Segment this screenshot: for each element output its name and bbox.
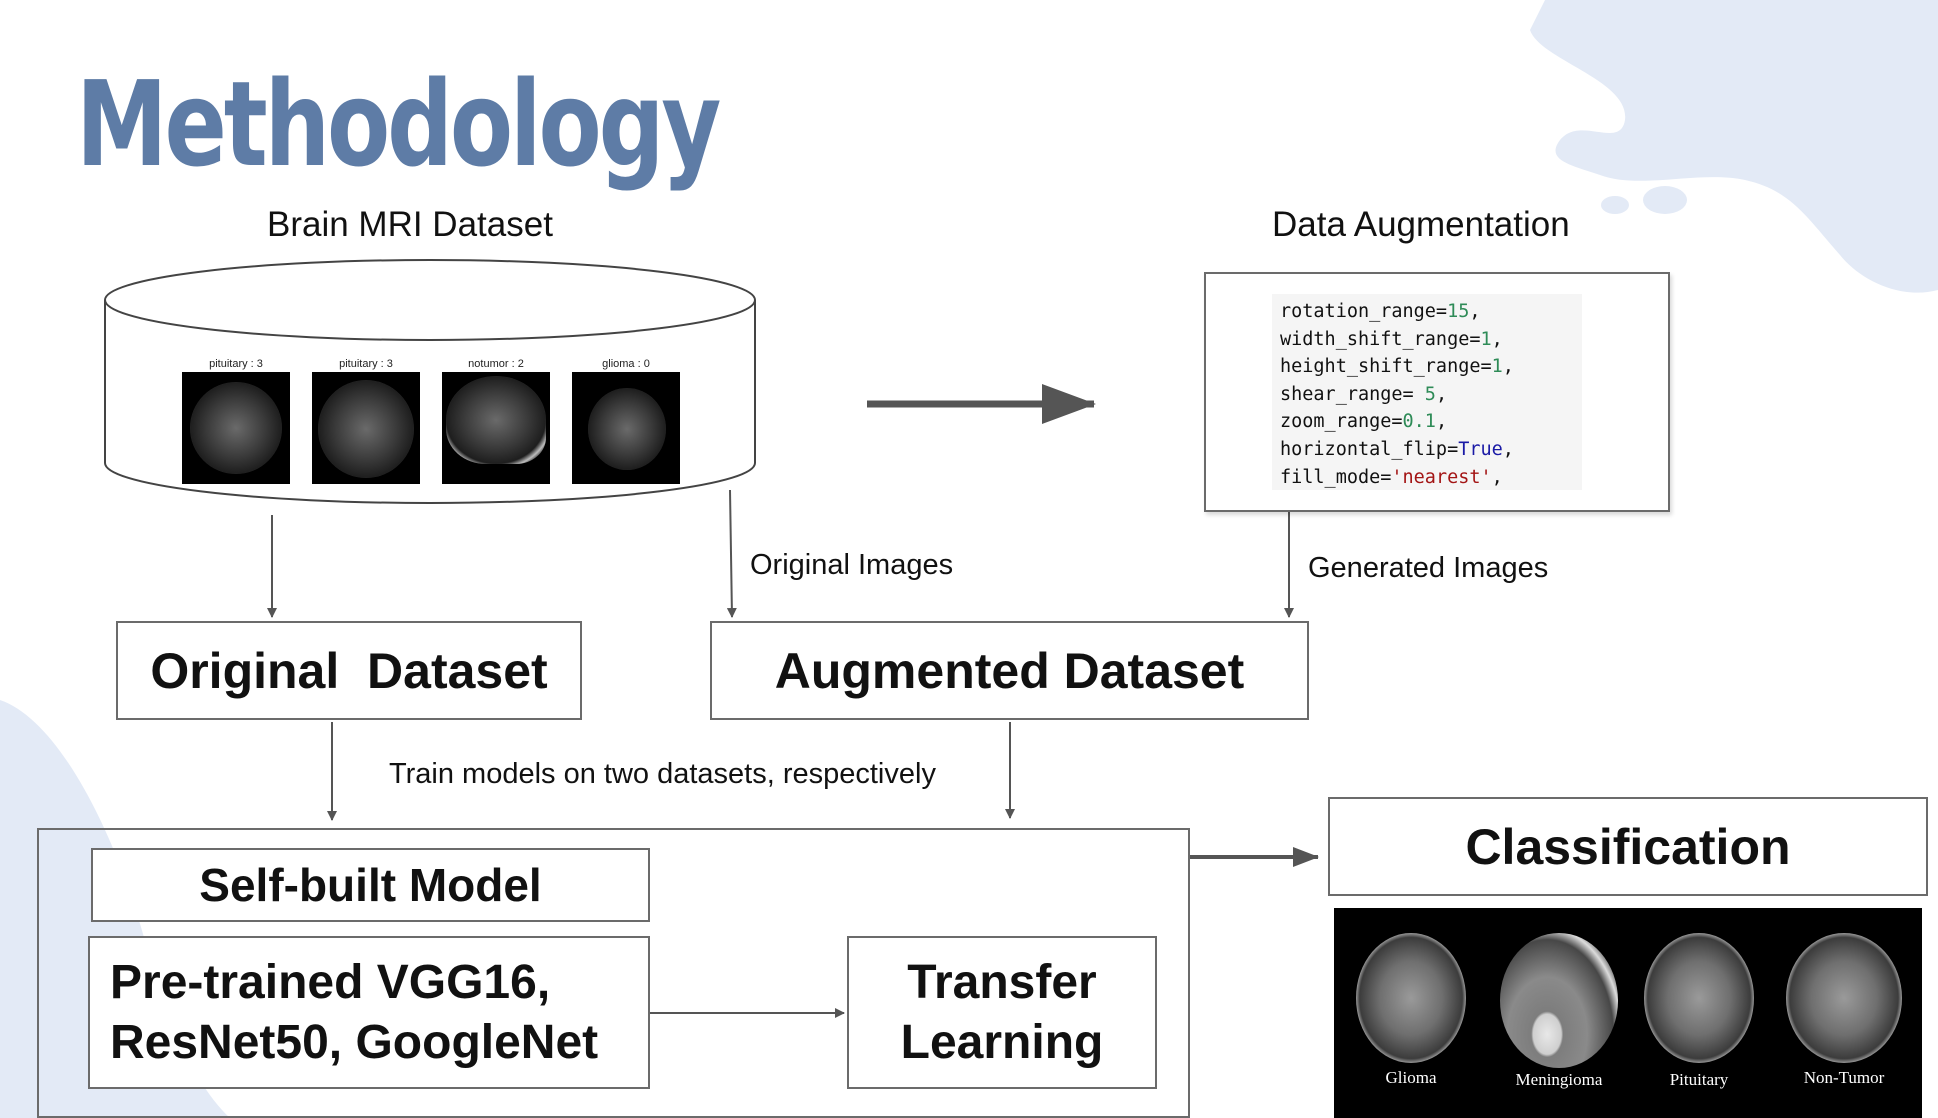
class-caption: Glioma bbox=[1385, 1068, 1437, 1087]
code-tail: , bbox=[1491, 328, 1503, 350]
code-line: horizontal_flip=True, bbox=[1280, 436, 1574, 464]
self-built-model-box: Self-built Model bbox=[91, 848, 650, 922]
code-key: zoom_range= bbox=[1280, 411, 1403, 433]
classification-label: Classification bbox=[1465, 818, 1791, 875]
transfer-line-1: Transfer bbox=[907, 955, 1097, 1009]
code-tail: , bbox=[1491, 466, 1503, 488]
code-value: 'nearest' bbox=[1391, 466, 1492, 488]
classification-box: Classification bbox=[1328, 797, 1928, 896]
code-key: fill_mode= bbox=[1280, 466, 1392, 488]
code-line: width_shift_range=1, bbox=[1280, 326, 1574, 354]
thumbnail-caption: pituitary : 3 bbox=[339, 358, 393, 370]
pretrained-models-box: Pre-trained VGG16, ResNet50, GoogleNet bbox=[88, 936, 650, 1089]
code-value: 0.1 bbox=[1402, 411, 1436, 433]
code-line: zoom_range=0.1, bbox=[1280, 408, 1574, 436]
brain-scan bbox=[1356, 933, 1466, 1063]
dataset-label: Brain MRI Dataset bbox=[267, 205, 553, 244]
original-images-label: Original Images bbox=[750, 549, 954, 581]
augmented-dataset-label: Augmented Dataset bbox=[774, 642, 1245, 699]
code-line: fill_mode='nearest', bbox=[1280, 464, 1574, 492]
mri-thumbnail: glioma : 0 bbox=[572, 356, 680, 484]
brain-scan bbox=[1786, 933, 1902, 1063]
transfer-line-2: Learning bbox=[900, 1015, 1104, 1069]
brain-scan bbox=[1644, 933, 1754, 1063]
code-tail: , bbox=[1502, 438, 1514, 460]
class-caption: Non-Tumor bbox=[1803, 1068, 1885, 1087]
thumbnail-caption: pituitary : 3 bbox=[209, 358, 263, 370]
mri-image bbox=[572, 372, 680, 484]
mri-thumbnail: pituitary : 3 bbox=[312, 356, 420, 484]
class-caption: Meningioma bbox=[1515, 1070, 1603, 1089]
classification-examples-image: Glioma Meningioma Pituitary Non-Tumor bbox=[1334, 908, 1922, 1118]
code-value: True bbox=[1458, 438, 1503, 460]
code-key: height_shift_range= bbox=[1280, 356, 1492, 378]
code-value: 1 bbox=[1491, 356, 1503, 378]
code-tail: , bbox=[1435, 411, 1448, 433]
thumbnail-caption: glioma : 0 bbox=[602, 358, 650, 370]
brain-scan bbox=[1500, 933, 1618, 1068]
blob-droplet bbox=[1643, 186, 1687, 214]
original-dataset-box: Original Dataset bbox=[116, 621, 582, 720]
top-right-blob bbox=[1530, 0, 1938, 293]
code-value: 1 bbox=[1480, 328, 1492, 350]
code-key: horizontal_flip= bbox=[1280, 438, 1459, 460]
augmentation-label: Data Augmentation bbox=[1272, 205, 1570, 244]
code-value: 15 bbox=[1447, 301, 1470, 322]
code-key: shear_range= bbox=[1280, 383, 1425, 405]
code-tail: , bbox=[1502, 356, 1514, 378]
pretrained-line-2: ResNet50, GoogleNet bbox=[110, 1015, 599, 1069]
models-container bbox=[37, 828, 1190, 1118]
code-value: 5 bbox=[1424, 383, 1436, 405]
augmented-dataset-box: Augmented Dataset bbox=[710, 621, 1309, 720]
code-key: width_shift_range= bbox=[1280, 328, 1481, 350]
code-line: shear_range= 5, bbox=[1280, 381, 1574, 409]
mri-image bbox=[182, 372, 290, 484]
blob-droplet bbox=[1601, 196, 1629, 214]
code-key: rotation_range= bbox=[1280, 301, 1448, 322]
code-line: height_shift_range=1, bbox=[1280, 353, 1574, 381]
self-built-model-label: Self-built Model bbox=[199, 859, 542, 911]
class-caption: Pituitary bbox=[1669, 1070, 1729, 1089]
mri-thumbnail: pituitary : 3 bbox=[182, 356, 290, 484]
code-line: rotation_range=15, bbox=[1280, 298, 1574, 326]
mri-image bbox=[312, 372, 420, 484]
mri-image bbox=[442, 372, 550, 484]
mri-thumbnail: notumor : 2 bbox=[442, 356, 550, 484]
original-dataset-label: Original Dataset bbox=[150, 642, 548, 699]
transfer-learning-box: Transfer Learning bbox=[847, 936, 1157, 1089]
code-tail: , bbox=[1469, 301, 1481, 322]
thumbnail-caption: notumor : 2 bbox=[468, 358, 524, 370]
augmentation-code: rotation_range=15,width_shift_range=1,he… bbox=[1272, 294, 1582, 490]
train-note: Train models on two datasets, respective… bbox=[389, 758, 936, 790]
generated-images-label: Generated Images bbox=[1308, 552, 1549, 584]
slide-title: Methodology bbox=[76, 55, 721, 193]
pretrained-line-1: Pre-trained VGG16, bbox=[110, 955, 551, 1009]
code-tail: , bbox=[1435, 383, 1448, 405]
